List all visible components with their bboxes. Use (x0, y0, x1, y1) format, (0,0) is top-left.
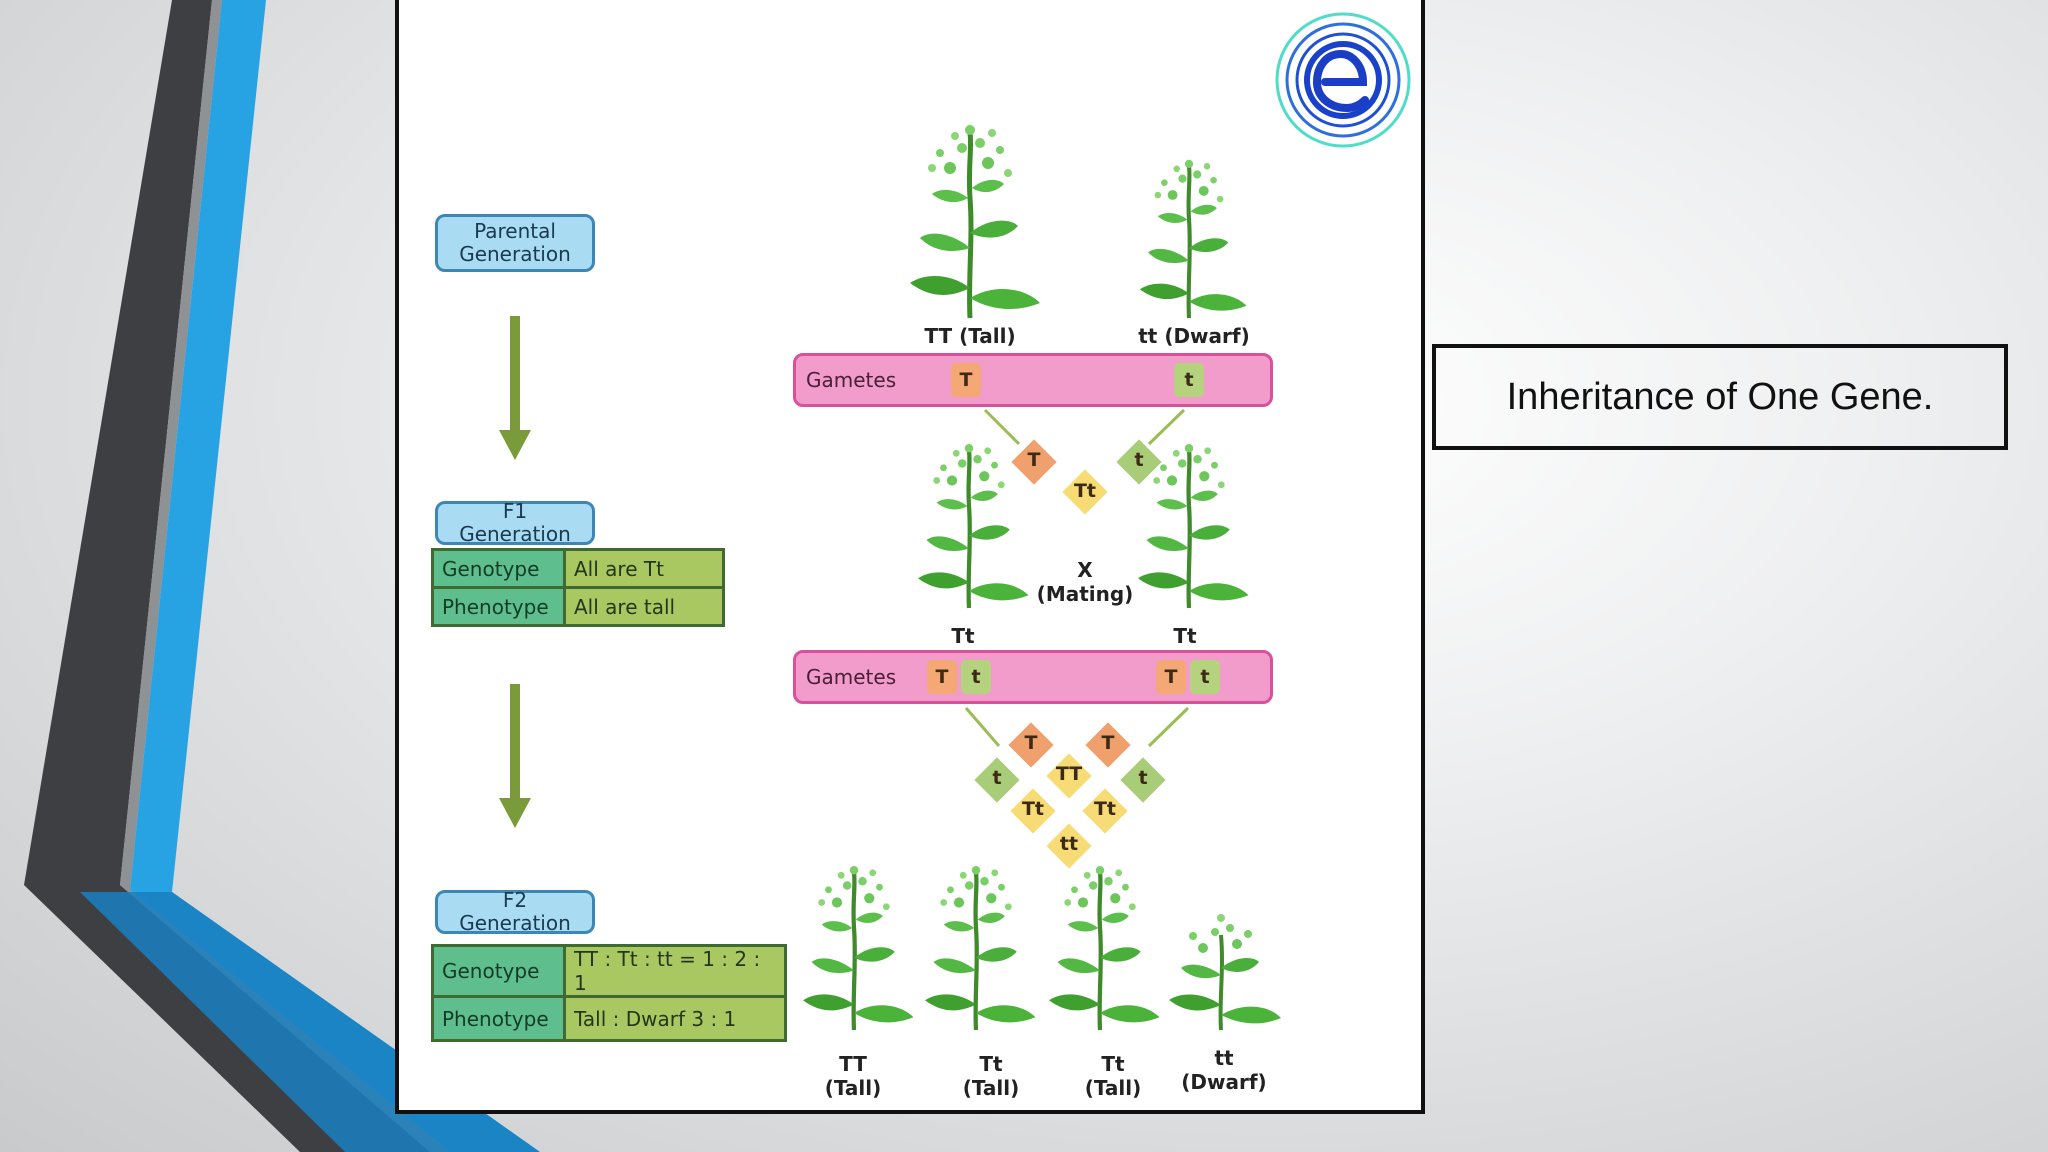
gametes-label: Gametes (806, 368, 897, 392)
arrow-down-icon (499, 316, 531, 460)
gamete-allele: t (961, 660, 991, 694)
dark-stripe (24, 0, 430, 1152)
gamete-allele: T (1156, 660, 1186, 694)
table-row: Genotype TT : Tt : tt = 1 : 2 : 1 (431, 944, 787, 998)
offspring-label: Tt (Tall) (951, 1052, 1031, 1100)
f1-phenotype-key: Phenotype (431, 586, 566, 627)
plant-f2-icon (1049, 866, 1160, 1030)
blue-stripe (130, 0, 540, 1152)
inheritance-figure: Parental Generation F1 Generation F2 Gen… (395, 0, 1425, 1114)
offspring-phenotype: (Tall) (962, 1076, 1020, 1100)
embibe-logo-icon (1275, 12, 1411, 148)
gamete-allele: t (1174, 363, 1204, 397)
parental-generation-badge: Parental Generation (435, 214, 595, 272)
plant-f2-icon (803, 866, 914, 1030)
offspring-phenotype: (Tall) (824, 1076, 882, 1100)
connector-lines (964, 408, 1190, 748)
allele-diamond-label: T (1024, 732, 1038, 754)
parental-generation-label: Parental Generation (459, 219, 571, 266)
mating-label: X (Mating) (1036, 558, 1134, 606)
f1-genotype-key: Genotype (431, 548, 566, 589)
offspring-phenotype: (Dwarf) (1181, 1070, 1267, 1094)
caption-box: Inheritance of One Gene. (1432, 344, 2008, 450)
f2-table: Genotype TT : Tt : tt = 1 : 2 : 1 Phenot… (431, 944, 787, 1042)
offspring-label: tt (Dwarf) (1179, 1046, 1269, 1094)
genotype-diamond-label: Tt (1073, 480, 1097, 502)
plant-tall-icon (910, 125, 1040, 318)
f1-left-plant-label: Tt (951, 624, 975, 648)
offspring-genotype: TT (839, 1052, 867, 1076)
f1-right-plant-label: Tt (1173, 624, 1197, 648)
allele-diamond-label: T (1101, 732, 1115, 754)
plant-f2-icon (925, 866, 1036, 1030)
offspring-label: TT (Tall) (813, 1052, 893, 1100)
f1-genotype-value: All are Tt (563, 548, 725, 589)
allele-diamond-label: T (1027, 449, 1041, 471)
f2-phenotype-value: Tall : Dwarf 3 : 1 (563, 995, 787, 1042)
f2-generation-badge: F2 Generation (435, 888, 595, 935)
plant-f2-dwarf-icon (1167, 912, 1283, 1032)
f2-phenotype-key: Phenotype (431, 995, 566, 1042)
f1-generation-badge: F1 Generation (435, 499, 595, 546)
offspring-genotype: Tt (979, 1052, 1003, 1076)
f2-genotype-key: Genotype (431, 944, 566, 998)
genotype-diamond-label: TT (1055, 763, 1083, 785)
slide-caption: Inheritance of One Gene. (1506, 375, 1934, 418)
f1-table: Genotype All are Tt Phenotype All are ta… (431, 548, 725, 627)
offspring-phenotype: (Tall) (1084, 1076, 1142, 1100)
offspring-genotype: Tt (1101, 1052, 1125, 1076)
arrow-down-icon (499, 684, 531, 828)
allele-diamond-label: t (1134, 449, 1144, 471)
plant-dwarf-icon (1140, 160, 1247, 318)
gamete-allele: T (927, 660, 957, 694)
offspring-genotype: tt (1214, 1046, 1234, 1070)
table-row: Phenotype Tall : Dwarf 3 : 1 (431, 995, 787, 1042)
figure-graphics (499, 12, 1411, 1114)
gametes-label: Gametes (806, 665, 897, 689)
table-row: Phenotype All are tall (431, 586, 725, 627)
f1-phenotype-value: All are tall (563, 586, 725, 627)
genotype-diamond-label: Tt (1093, 798, 1117, 820)
f1-generation-label: F1 Generation (459, 499, 571, 546)
gamete-allele: t (1190, 660, 1220, 694)
f2-generation-label: F2 Generation (459, 888, 571, 935)
genotype-diamond-label: tt (1059, 833, 1079, 855)
f2-genotype-value: TT : Tt : tt = 1 : 2 : 1 (563, 944, 787, 998)
allele-diamond-label: t (992, 767, 1002, 789)
parent-dwarf-label: tt (Dwarf) (1138, 324, 1250, 348)
parent-tall-label: TT (Tall) (924, 324, 1016, 348)
gametes-bar-parental: Gametes T t (793, 353, 1273, 407)
offspring-label: Tt (Tall) (1073, 1052, 1153, 1100)
allele-diamond-label: t (1138, 767, 1148, 789)
table-row: Genotype All are Tt (431, 548, 725, 589)
gametes-bar-f1: Gametes T t T t (793, 650, 1273, 704)
genotype-diamond-label: Tt (1021, 798, 1045, 820)
gamete-allele: T (951, 363, 981, 397)
